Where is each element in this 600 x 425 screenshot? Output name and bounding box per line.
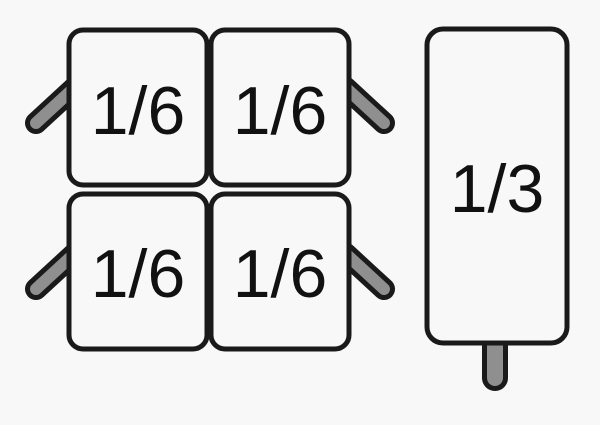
container-sixth-top-right: 1/6 (208, 27, 352, 188)
handle-top-right (335, 77, 395, 134)
container-label: 1/3 (450, 151, 545, 227)
container-sixth-bottom-left: 1/6 (66, 191, 210, 352)
container-label: 1/6 (233, 73, 328, 149)
container-label: 1/6 (91, 73, 186, 149)
container-label: 1/6 (233, 236, 328, 312)
container-third-tall: 1/3 (424, 26, 570, 346)
container-label: 1/6 (91, 236, 186, 312)
container-sixth-bottom-right: 1/6 (208, 191, 352, 352)
container-sixth-top-left: 1/6 (66, 27, 210, 188)
handle-bottom-right (335, 243, 395, 300)
